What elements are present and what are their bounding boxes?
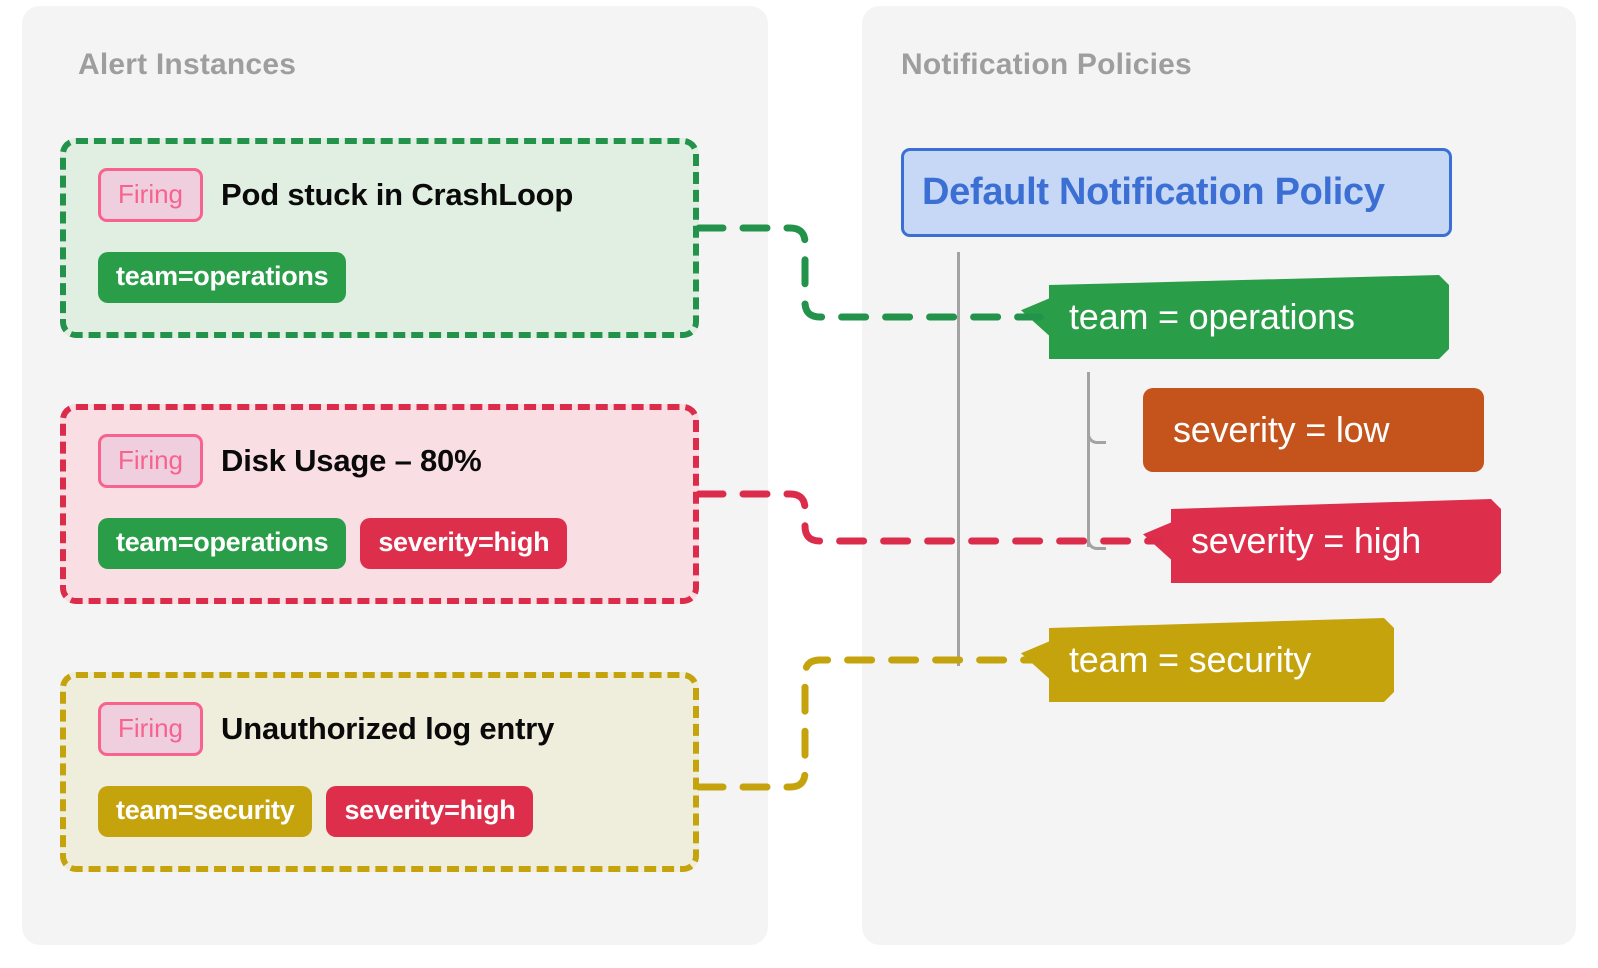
alert-instance-card[interactable]: Firing Disk Usage – 80% team=operations …	[60, 404, 699, 604]
alert-label-chip: team=operations	[98, 518, 347, 569]
alert-instances-title: Alert Instances	[78, 48, 297, 81]
notification-policies-panel	[862, 6, 1576, 945]
policy-tree-elbow-low	[1087, 425, 1106, 444]
alert-label-list: team=security severity=high	[98, 786, 534, 837]
alert-title: Disk Usage – 80%	[221, 443, 482, 478]
alert-title: Pod stuck in CrashLoop	[221, 177, 574, 212]
alert-title: Unauthorized log entry	[221, 711, 555, 746]
policy-tree-trunk-line	[957, 252, 960, 666]
status-badge: Firing	[98, 168, 204, 222]
policy-tree-branch-line	[1087, 372, 1090, 547]
alert-card-header: Firing Disk Usage – 80%	[98, 434, 482, 488]
default-notification-policy-box[interactable]: Default Notification Policy	[901, 148, 1452, 237]
alert-card-header: Firing Pod stuck in CrashLoop	[98, 168, 573, 222]
status-badge: Firing	[98, 702, 204, 756]
alert-label-chip: severity=high	[326, 786, 534, 837]
alert-label-list: team=operations	[98, 252, 347, 303]
policy-matcher-chip[interactable]: team = security	[1021, 618, 1394, 702]
alert-label-list: team=operations severity=high	[98, 518, 568, 569]
alert-label-chip: severity=high	[360, 518, 568, 569]
alert-label-chip: team=operations	[98, 252, 347, 303]
policy-matcher-chip[interactable]: team = operations	[1021, 275, 1449, 359]
alert-instance-card[interactable]: Firing Pod stuck in CrashLoop team=opera…	[60, 138, 699, 338]
policy-matcher-chip[interactable]: severity = low	[1143, 388, 1484, 472]
notification-policies-title: Notification Policies	[901, 48, 1192, 81]
policy-matcher-chip[interactable]: severity = high	[1143, 499, 1501, 583]
alert-label-chip: team=security	[98, 786, 313, 837]
status-badge: Firing	[98, 434, 204, 488]
alert-card-header: Firing Unauthorized log entry	[98, 702, 554, 756]
policy-tree-elbow-high	[1087, 531, 1106, 550]
alert-instance-card[interactable]: Firing Unauthorized log entry team=secur…	[60, 672, 699, 872]
